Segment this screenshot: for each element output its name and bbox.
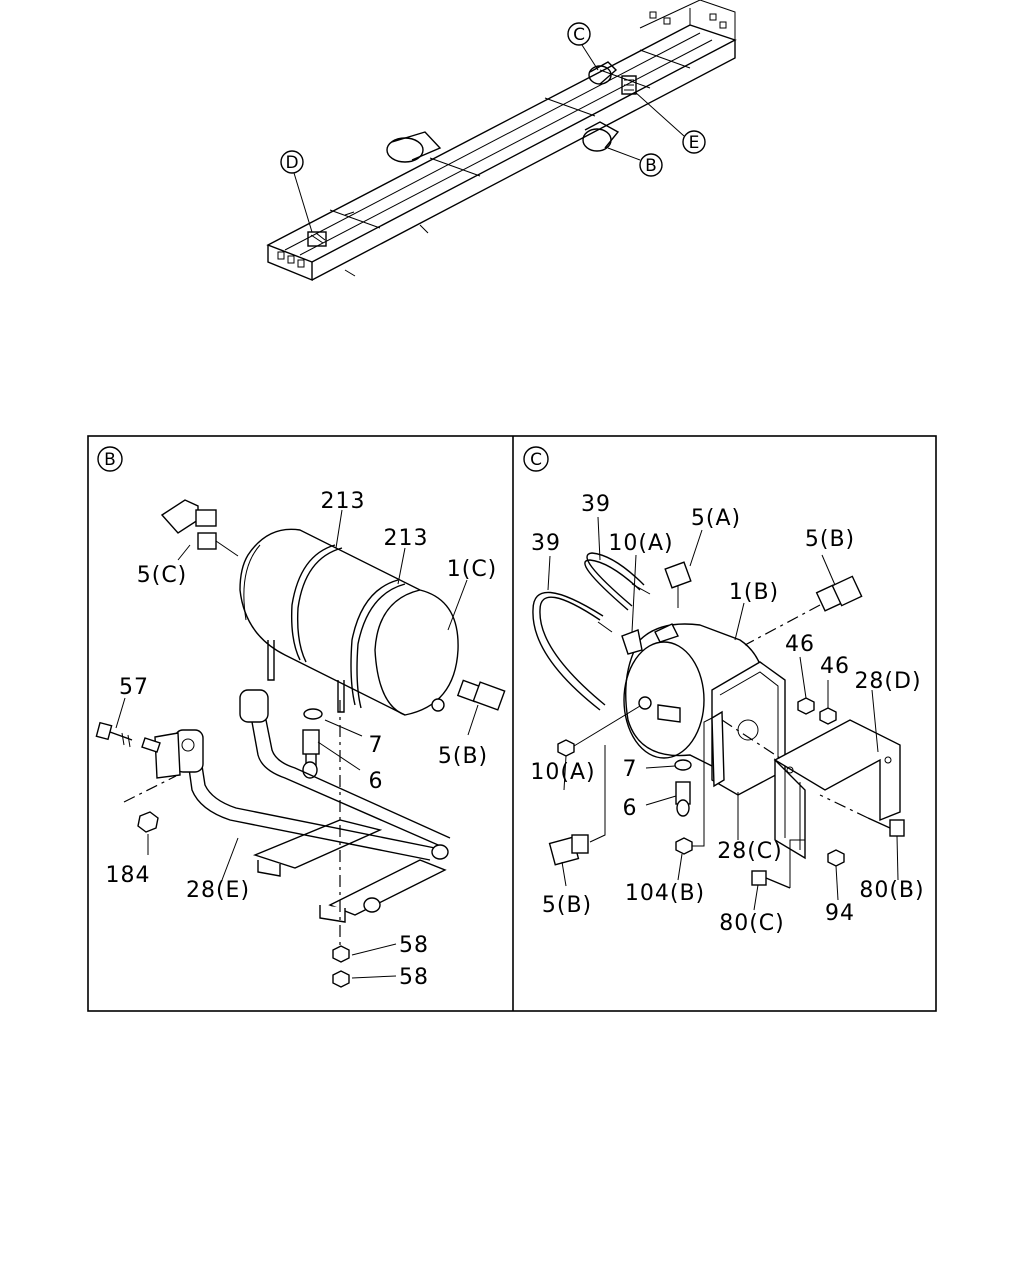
- panel-c-leaders: [547, 516, 899, 911]
- label-10a-bottom: 10(A): [530, 760, 595, 785]
- frame-tank: [386, 131, 442, 163]
- nut-104b: [675, 717, 713, 855]
- label-213-b: 213: [384, 526, 429, 551]
- component-b: [582, 121, 620, 152]
- fitting-5b-top: [744, 575, 863, 646]
- label-213-a: 213: [321, 489, 366, 514]
- panel-b-leaders: [115, 509, 479, 979]
- svg-text:D: D: [285, 153, 298, 173]
- fitting-5b: [456, 679, 506, 711]
- label-6-c: 6: [623, 796, 638, 821]
- panel-c: C: [523, 446, 924, 936]
- panel-c-header: C: [523, 446, 549, 472]
- drain-6: [302, 729, 320, 779]
- label-58-b: 58: [399, 965, 429, 990]
- label-5b: 5(B): [438, 744, 488, 769]
- label-5b-top: 5(B): [805, 527, 855, 552]
- label-46-a: 46: [785, 632, 815, 657]
- fitting-5c: [160, 499, 239, 557]
- nut-94: [827, 849, 845, 867]
- bracket-28c: [711, 661, 786, 796]
- label-39-b: 39: [531, 531, 561, 556]
- svg-text:E: E: [689, 133, 700, 153]
- label-58-a: 58: [399, 933, 429, 958]
- air-tank-1c: [239, 528, 459, 716]
- fitting-10a-top: [621, 629, 643, 655]
- label-7: 7: [369, 733, 384, 758]
- frame-holes: [277, 11, 727, 268]
- component-c: [588, 61, 618, 85]
- label-28c: 28(C): [717, 839, 783, 864]
- chassis-overview: C E B D: [266, 0, 737, 282]
- label-80b: 80(B): [859, 878, 924, 903]
- mount-axis: [721, 719, 781, 759]
- component-d: [307, 231, 327, 247]
- label-10a-top: 10(A): [608, 531, 673, 556]
- label-46-b: 46: [820, 654, 850, 679]
- washer-7: [303, 708, 323, 720]
- label-104b: 104(B): [625, 881, 705, 906]
- nuts-58: [332, 700, 350, 988]
- detail-frame: [87, 435, 937, 1012]
- hoses-39: [532, 552, 651, 711]
- fitting-5a: [664, 561, 692, 608]
- drain-6-c: [675, 781, 691, 817]
- nut-46-a: [797, 697, 815, 715]
- svg-text:B: B: [104, 450, 116, 470]
- panel-b-header: B: [97, 446, 123, 472]
- callout-d[interactable]: D: [280, 150, 313, 233]
- fitting-5b-bottom: [548, 745, 606, 866]
- washer-7-c: [674, 759, 692, 771]
- label-28e: 28(E): [186, 878, 250, 903]
- label-94: 94: [825, 901, 855, 926]
- label-5a: 5(A): [691, 506, 741, 531]
- label-57: 57: [119, 675, 149, 700]
- label-1b: 1(B): [729, 580, 779, 605]
- callout-e[interactable]: E: [634, 91, 706, 154]
- label-7-c: 7: [623, 757, 638, 782]
- nut-184: [123, 775, 177, 833]
- bolt-80c: [751, 839, 805, 889]
- label-28d: 28(D): [854, 669, 921, 694]
- svg-text:C: C: [530, 450, 542, 470]
- label-80c: 80(C): [719, 911, 785, 936]
- label-184: 184: [106, 863, 151, 888]
- straps-213: [267, 544, 406, 713]
- component-e: [621, 75, 637, 95]
- panel-b: B: [95, 446, 506, 990]
- callout-b[interactable]: B: [607, 147, 663, 177]
- label-5b-bottom: 5(B): [542, 893, 592, 918]
- bracket-28e: [154, 689, 451, 923]
- svg-text:C: C: [573, 25, 585, 45]
- svg-text:B: B: [645, 156, 657, 176]
- label-6: 6: [369, 769, 384, 794]
- callout-c[interactable]: C: [567, 22, 599, 71]
- nut-10a-bottom: [557, 705, 641, 757]
- label-1c: 1(C): [447, 557, 498, 582]
- bracket-28d: [773, 719, 901, 860]
- label-5c: 5(C): [137, 563, 188, 588]
- nut-46-b: [819, 707, 837, 725]
- bolt-57: [95, 721, 161, 753]
- label-39-a: 39: [581, 492, 611, 517]
